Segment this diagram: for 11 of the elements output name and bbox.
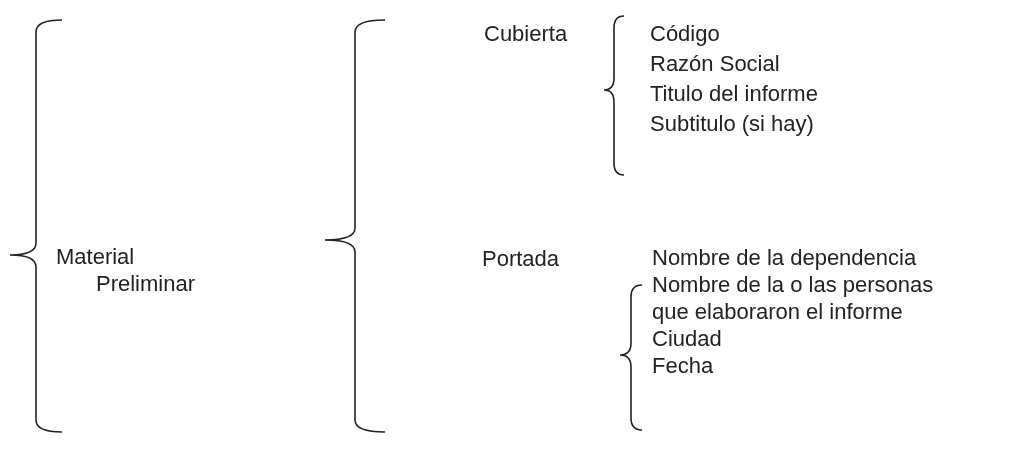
list-item: Nombre de la dependencia: [652, 244, 918, 271]
list-item: Código: [650, 20, 721, 47]
list-item: Titulo del informe: [650, 80, 818, 107]
list-item: Subtitulo (si hay): [650, 110, 815, 137]
list-item: Fecha: [652, 352, 715, 379]
list-item: Ciudad: [652, 325, 723, 352]
list-item: Razón Social: [650, 50, 781, 77]
list-item: Nombre de la o las personas que elaboraron el informe: [652, 271, 935, 325]
section-label: Portada: [482, 245, 560, 272]
section-label: Cubierta: [484, 20, 568, 47]
topic-label: Material Preliminar: [56, 243, 197, 297]
